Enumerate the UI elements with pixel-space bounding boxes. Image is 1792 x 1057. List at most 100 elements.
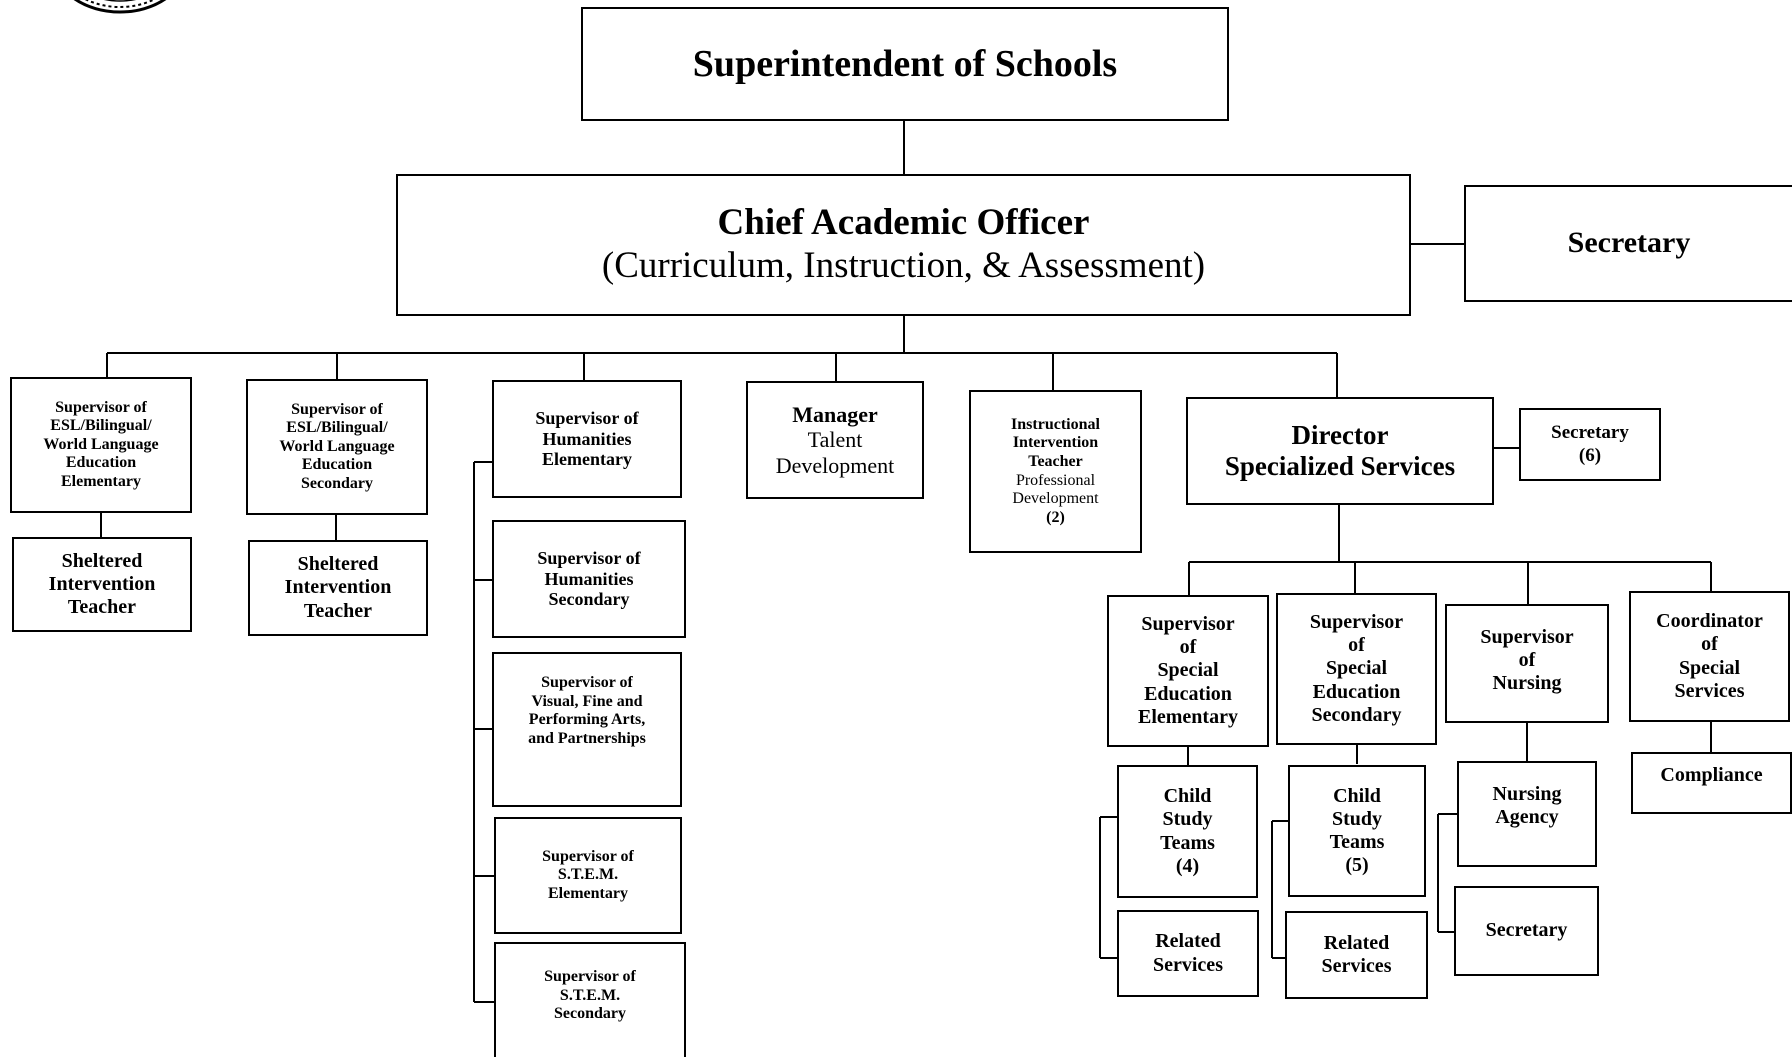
child-study-teams-elementary-box: Child Study Teams (4) — [1117, 765, 1258, 898]
box-line: Special — [1157, 659, 1219, 682]
box-line: World Language — [279, 437, 395, 455]
box-line: S.T.E.M. — [557, 866, 619, 884]
chief-academic-officer-box: Chief Academic Officer (Curriculum, Inst… — [396, 174, 1411, 316]
box-line: Sheltered — [61, 549, 143, 572]
box-line: Special — [1325, 657, 1388, 680]
cao-secretary-box: Secretary — [1464, 185, 1792, 302]
nursing-agency-box: Nursing Agency — [1457, 761, 1597, 867]
cao-subtitle: (Curriculum, Instruction, & Assessment) — [601, 245, 1206, 286]
manager-title: Manager — [792, 401, 878, 427]
box-line: Services — [1674, 679, 1745, 702]
district-seal-logo — [73, 0, 167, 14]
supervisor-stem-secondary-box: Supervisor of S.T.E.M. Secondary — [494, 942, 686, 1057]
box-line: Elementary — [61, 472, 141, 490]
box-line: Education — [65, 454, 137, 472]
director-secretary-box: Secretary (6) — [1519, 408, 1661, 481]
supervisor-humanities-secondary-box: Supervisor of Humanities Secondary — [492, 520, 686, 638]
box-line: Teacher — [1028, 452, 1083, 470]
box-line: Supervisor of — [55, 398, 147, 416]
box-line: Study — [1331, 807, 1383, 830]
box-line: Secretary — [1551, 422, 1629, 444]
box-line: ESL/Bilingual/ — [50, 417, 152, 435]
supervisor-special-education-elementary-box: Supervisor of Special Education Elementa… — [1107, 595, 1269, 747]
sheltered-intervention-teacher-elementary-box: Sheltered Intervention Teacher — [12, 537, 192, 632]
box-line: Teacher — [67, 596, 137, 619]
box-line: and Partnerships — [528, 729, 646, 747]
box-line: Study — [1162, 808, 1213, 831]
child-study-teams-secondary-box: Child Study Teams (5) — [1288, 765, 1426, 897]
box-line: Secretary — [1485, 919, 1568, 942]
box-line: Child — [1163, 785, 1212, 808]
box-line: Development — [775, 452, 895, 478]
superintendent-title: Superintendent of Schools — [692, 42, 1118, 85]
box-line: Related — [1155, 930, 1221, 953]
box-line: Professional — [1015, 471, 1096, 489]
box-count: (2) — [1046, 508, 1065, 526]
box-line: Secondary — [1311, 703, 1402, 726]
box-line: Visual, Fine and — [531, 692, 643, 710]
box-line: Supervisor — [1309, 611, 1404, 634]
box-line: Performing Arts, — [528, 711, 646, 729]
box-line: Intervention — [1012, 434, 1099, 452]
box-line: Supervisor of — [535, 407, 639, 428]
box-line: Secondary — [554, 1005, 626, 1023]
instructional-intervention-teacher-box: Instructional Intervention Teacher Profe… — [969, 390, 1142, 553]
box-line: Agency — [1495, 806, 1559, 829]
supervisor-humanities-elementary-box: Supervisor of Humanities Elementary — [492, 380, 682, 498]
box-line: Services — [1153, 953, 1223, 976]
box-line: Humanities — [542, 428, 632, 449]
box-line: Child — [1333, 784, 1381, 807]
superintendent-box: Superintendent of Schools — [581, 7, 1229, 121]
box-line: Elementary — [1138, 705, 1238, 728]
box-line: Supervisor of — [537, 547, 641, 568]
nursing-secretary-box: Secretary — [1454, 886, 1599, 976]
box-line: of — [1518, 649, 1536, 672]
box-line: Supervisor of — [542, 847, 634, 865]
box-line: Intervention — [48, 572, 156, 595]
box-line: Sheltered — [297, 553, 379, 576]
box-line: Services — [1321, 955, 1392, 977]
box-line: Coordinator — [1656, 610, 1763, 633]
related-services-secondary-box: Related Services — [1285, 911, 1428, 999]
box-line: Nursing — [1492, 672, 1562, 695]
box-line: Specialized Services — [1224, 451, 1456, 481]
box-line: Education — [301, 456, 373, 474]
supervisor-nursing-box: Supervisor of Nursing — [1445, 604, 1609, 723]
box-line: of — [1179, 636, 1197, 659]
box-line: Supervisor of — [291, 400, 383, 418]
box-count: (4) — [1175, 854, 1200, 877]
supervisor-esl-secondary-box: Supervisor of ESL/Bilingual/ World Langu… — [246, 379, 428, 515]
box-line: Teams — [1160, 831, 1215, 854]
compliance-box: Compliance — [1631, 752, 1792, 814]
box-line: Instructional — [1011, 415, 1100, 433]
box-line: Secondary — [548, 589, 630, 610]
box-line: Education — [1144, 682, 1232, 705]
manager-talent-development-box: Manager Talent Development — [746, 381, 924, 499]
coordinator-special-services-box: Coordinator of Special Services — [1629, 591, 1790, 722]
box-count: (6) — [1578, 444, 1602, 466]
related-services-elementary-box: Related Services — [1117, 910, 1259, 997]
director-specialized-services-box: Director Specialized Services — [1186, 397, 1494, 505]
supervisor-stem-elementary-box: Supervisor of S.T.E.M. Elementary — [494, 817, 682, 934]
box-line: Talent — [807, 427, 863, 453]
box-count: (5) — [1345, 854, 1369, 877]
box-line: Special — [1678, 656, 1741, 679]
supervisor-esl-elementary-box: Supervisor of ESL/Bilingual/ World Langu… — [10, 377, 192, 513]
box-line: Humanities — [544, 568, 634, 589]
sheltered-intervention-teacher-secondary-box: Sheltered Intervention Teacher — [248, 540, 428, 636]
box-line: Supervisor — [1141, 613, 1235, 636]
box-line: Elementary — [542, 449, 632, 470]
box-line: Secondary — [301, 474, 373, 492]
box-line: Intervention — [284, 576, 392, 599]
box-line: ESL/Bilingual/ — [286, 419, 388, 437]
box-line: World Language — [43, 435, 159, 453]
box-line: Director — [1291, 419, 1389, 450]
box-line: of — [1701, 633, 1718, 656]
box-line: Supervisor — [1480, 626, 1574, 648]
box-line: Compliance — [1660, 764, 1763, 786]
box-line: Supervisor of — [544, 968, 636, 985]
box-line: Supervisor of — [541, 674, 633, 691]
box-line: of — [1348, 634, 1365, 657]
